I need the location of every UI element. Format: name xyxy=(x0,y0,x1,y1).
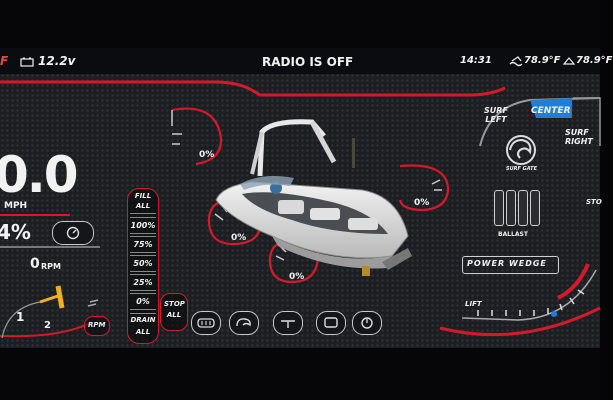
ballast-label: BALLAST xyxy=(498,231,528,238)
ballast-bar-3 xyxy=(518,190,528,226)
rpm-divider xyxy=(0,246,100,248)
status-dot xyxy=(551,311,557,317)
drain-all-label: DRAIN ALL xyxy=(130,316,156,336)
screen-icon xyxy=(324,317,338,328)
surf-mode-button[interactable] xyxy=(191,311,221,335)
gauge-icon xyxy=(361,317,373,329)
lift-gauge-arc[interactable] xyxy=(458,260,600,326)
surfgate-text: SURF GATE xyxy=(506,166,537,172)
tank-rear-center-percent: 0% xyxy=(289,272,305,282)
tank-rear-left-percent: 0% xyxy=(231,233,247,243)
surf-left-button[interactable]: SURF LEFT xyxy=(484,106,508,124)
cruise-button[interactable] xyxy=(52,221,94,245)
preset-50-button[interactable]: 50% xyxy=(130,255,156,272)
rpm-badge: RPM xyxy=(84,316,110,336)
red-frame-lines xyxy=(0,80,601,338)
status-bar xyxy=(0,48,600,74)
rpm-value: 0 xyxy=(30,256,40,272)
radio-status[interactable]: RADIO IS OFF xyxy=(262,55,354,69)
stop-partial-label: STO xyxy=(586,198,602,206)
rpm-badge-label: RPM xyxy=(88,321,106,329)
preset-25-button[interactable]: 25% xyxy=(130,274,156,291)
surf-center-button[interactable]: CENTER xyxy=(531,106,571,116)
lift-label: LIFT xyxy=(465,300,482,308)
boat-illustration xyxy=(215,119,412,276)
ballast-bar-2 xyxy=(506,190,516,226)
stop-all-button[interactable]: STOP ALL xyxy=(160,293,188,331)
speed-percent: 4% xyxy=(0,220,31,244)
tach-tick-1: 1 xyxy=(16,310,25,324)
surf-right-button[interactable]: SURF RIGHT xyxy=(565,128,593,146)
cruise-icon xyxy=(66,226,80,240)
stop-all-label: STOP ALL xyxy=(164,300,185,319)
wave-button[interactable] xyxy=(229,311,259,335)
tank-gauge-right[interactable] xyxy=(396,162,452,214)
ballast-bar-4 xyxy=(530,190,540,226)
gauge-button[interactable] xyxy=(352,311,382,335)
clock: 14:31 xyxy=(460,55,492,66)
tank-right-percent: 0% xyxy=(414,198,430,208)
speed-unit: MPH xyxy=(4,201,28,211)
depth-button[interactable] xyxy=(273,311,303,335)
surfgate-logo-icon xyxy=(506,135,536,165)
air-temp: 78.9°F xyxy=(576,55,613,66)
ballast-bar-1 xyxy=(494,190,504,226)
battery-icon xyxy=(20,57,34,67)
speed-divider xyxy=(0,214,70,216)
power-wedge-badge: POWER WEDGE xyxy=(462,256,559,274)
tach-arc xyxy=(1,285,99,339)
surf-selector-arc xyxy=(479,97,601,147)
depth-icon xyxy=(281,320,295,328)
speed-value: 0.0 xyxy=(0,146,79,204)
water-temp: 78.9°F xyxy=(524,55,561,66)
ballast-preset-stack: FILL ALL 100% 75% 50% 25% 0% DRAIN ALL xyxy=(127,188,159,344)
preset-100-button[interactable]: 100% xyxy=(130,217,156,234)
dash-screen: F 12.2v RADIO IS OFF 14:31 78.9°F 78.9°F… xyxy=(0,48,613,348)
fill-all-label: FILL ALL xyxy=(134,192,152,210)
tank-front-left-percent: 0% xyxy=(199,150,215,160)
air-temp-icon xyxy=(562,57,576,65)
surf-icon xyxy=(197,318,215,328)
wave-icon xyxy=(236,318,251,327)
status-left-partial: F xyxy=(0,54,9,68)
preset-0-button[interactable]: 0% xyxy=(130,293,156,310)
drain-all-button[interactable]: DRAIN ALL xyxy=(130,313,156,340)
tank-gauge-front-left[interactable] xyxy=(166,104,224,168)
battery-voltage: 12.2v xyxy=(38,54,76,68)
display-bezel: F 12.2v RADIO IS OFF 14:31 78.9°F 78.9°F… xyxy=(0,48,613,348)
tower-flag xyxy=(352,138,355,168)
preset-75-button[interactable]: 75% xyxy=(130,236,156,253)
tach-tick-2: 2 xyxy=(44,320,51,331)
rpm-unit: RPM xyxy=(41,262,61,271)
water-temp-icon xyxy=(509,56,523,67)
fill-all-button[interactable]: FILL ALL xyxy=(130,191,156,214)
power-wedge-text: POWER WEDGE xyxy=(467,259,547,268)
screen-button[interactable] xyxy=(316,311,346,335)
